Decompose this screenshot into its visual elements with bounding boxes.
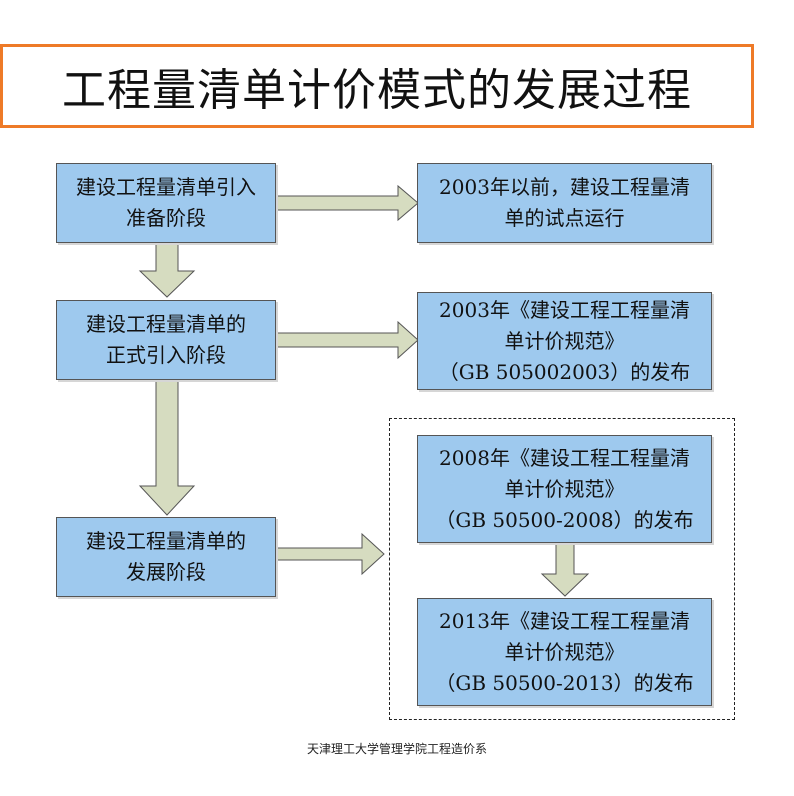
result-label: 2008年《建设工程工程量清 bbox=[439, 445, 690, 470]
stage-preparation: 建设工程量清单引入 准备阶段 bbox=[56, 163, 276, 243]
stage-label: 建设工程量清单引入 bbox=[76, 175, 256, 199]
footer-credit: 天津理工大学管理学院工程造价系 bbox=[306, 742, 487, 756]
down-arrow-1 bbox=[138, 242, 196, 298]
stage-label: 发展阶段 bbox=[126, 560, 206, 584]
stage-label: 建设工程量清单的 bbox=[86, 312, 246, 336]
stage-label: 正式引入阶段 bbox=[106, 343, 226, 367]
result-label: 2013年《建设工程工程量清 bbox=[439, 608, 690, 633]
title-banner: 工程量清单计价模式的发展过程 bbox=[0, 44, 754, 128]
result-spec-2003: 2003年《建设工程工程量清 单计价规范》 （GB 505002003）的发布 bbox=[417, 292, 712, 390]
stage-development: 建设工程量清单的 发展阶段 bbox=[56, 517, 276, 597]
stage-formal-introduction: 建设工程量清单的 正式引入阶段 bbox=[56, 300, 276, 380]
result-label: （GB 505002003）的发布 bbox=[438, 359, 691, 384]
down-arrow-3 bbox=[540, 542, 590, 597]
right-arrow-1 bbox=[275, 184, 419, 222]
result-label: （GB 50500-2008）的发布 bbox=[435, 507, 694, 532]
result-label: 2003年《建设工程工程量清 bbox=[439, 297, 690, 322]
right-arrow-3 bbox=[275, 532, 385, 576]
right-arrow-2 bbox=[275, 320, 419, 360]
result-spec-2013: 2013年《建设工程工程量清 单计价规范》 （GB 50500-2013）的发布 bbox=[417, 598, 712, 706]
result-label: 单的试点运行 bbox=[504, 206, 625, 230]
stage-label: 准备阶段 bbox=[126, 206, 206, 230]
page-title: 工程量清单计价模式的发展过程 bbox=[62, 65, 692, 116]
result-label: （GB 50500-2013）的发布 bbox=[435, 670, 694, 695]
result-label: 2003年以前，建设工程量清 bbox=[439, 175, 690, 199]
down-arrow-2 bbox=[138, 379, 196, 516]
result-spec-2008: 2008年《建设工程工程量清 单计价规范》 （GB 50500-2008）的发布 bbox=[417, 435, 712, 543]
result-label: 单计价规范》 bbox=[504, 639, 625, 664]
stage-label: 建设工程量清单的 bbox=[86, 529, 246, 553]
result-label: 单计价规范》 bbox=[504, 476, 625, 501]
result-label: 单计价规范》 bbox=[504, 328, 625, 353]
result-pilot-before-2003: 2003年以前，建设工程量清 单的试点运行 bbox=[417, 163, 712, 243]
recent-versions-group bbox=[389, 418, 735, 720]
